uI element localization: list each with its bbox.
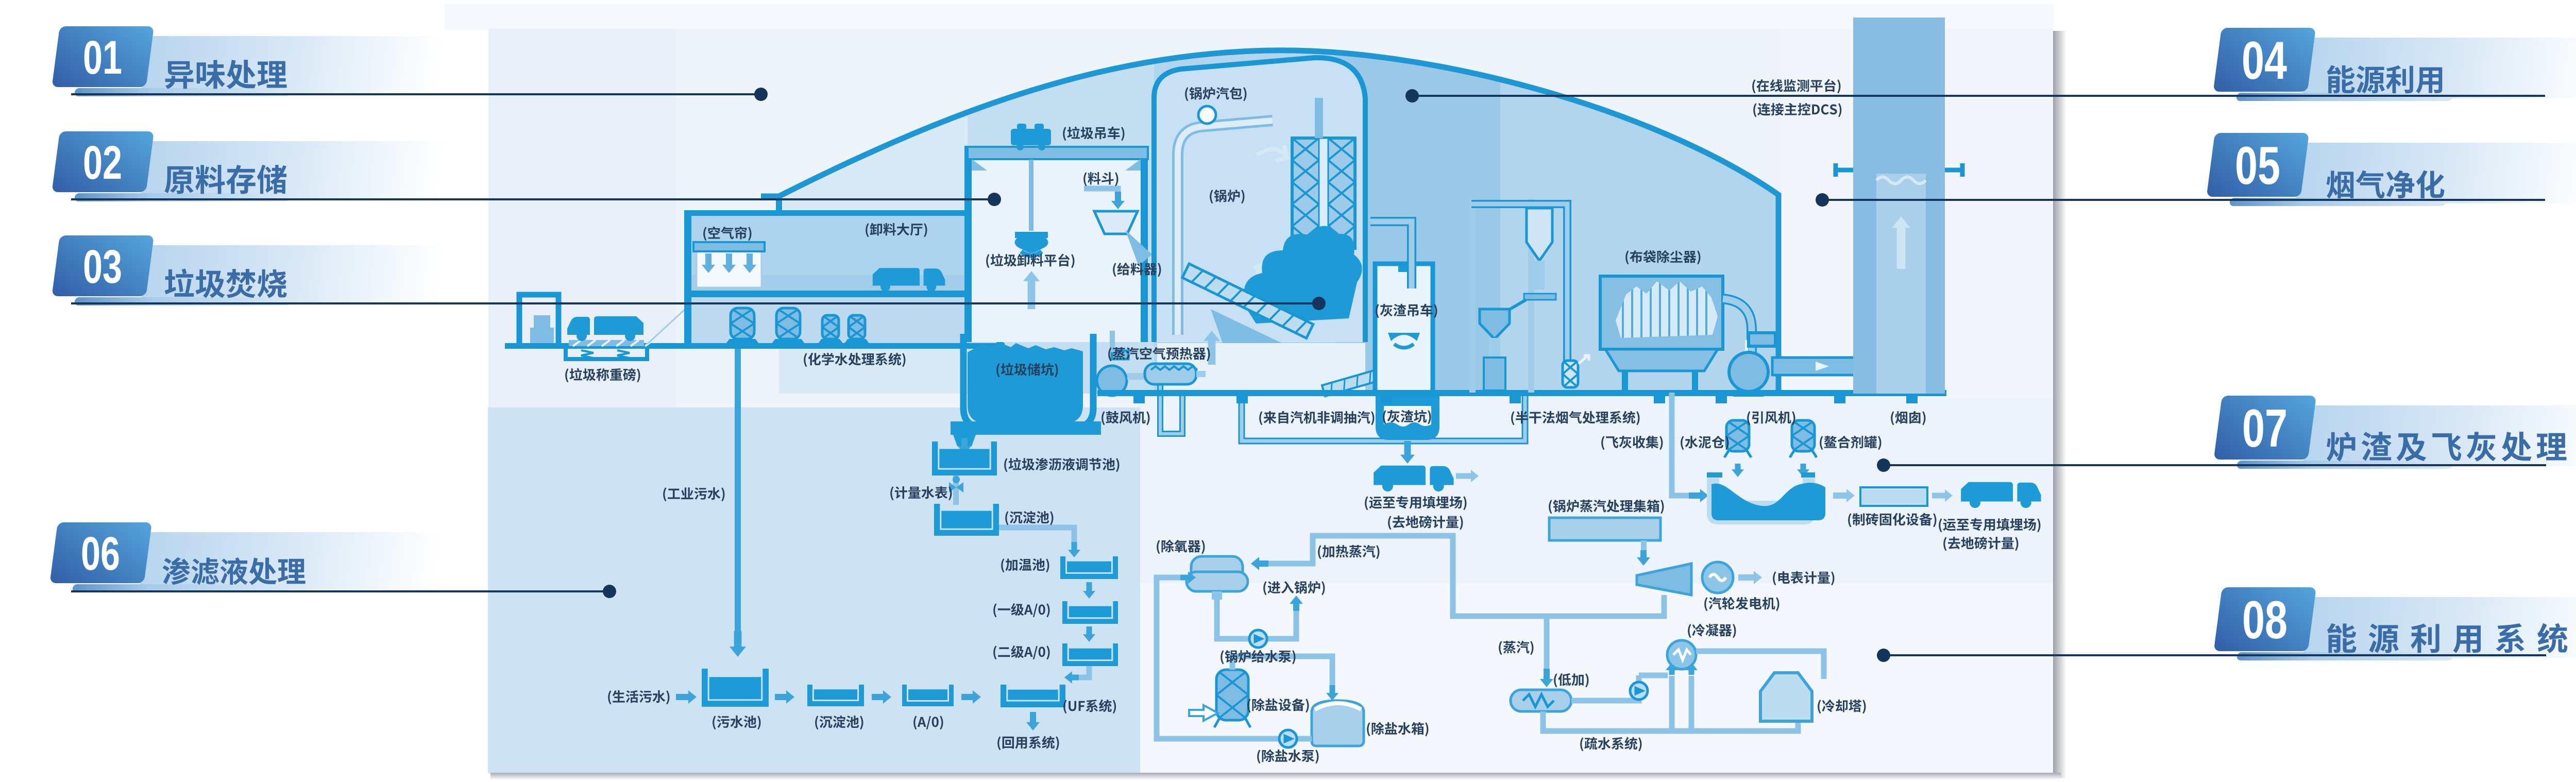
svg-text:06: 06 <box>81 528 120 580</box>
svg-text:02: 02 <box>83 137 122 189</box>
svg-text:07: 07 <box>2242 399 2287 458</box>
svg-text:01: 01 <box>83 31 122 84</box>
svg-text:08: 08 <box>2242 590 2287 650</box>
svg-text:03: 03 <box>83 241 122 293</box>
svg-text:04: 04 <box>2242 31 2287 91</box>
svg-text:05: 05 <box>2235 136 2280 196</box>
